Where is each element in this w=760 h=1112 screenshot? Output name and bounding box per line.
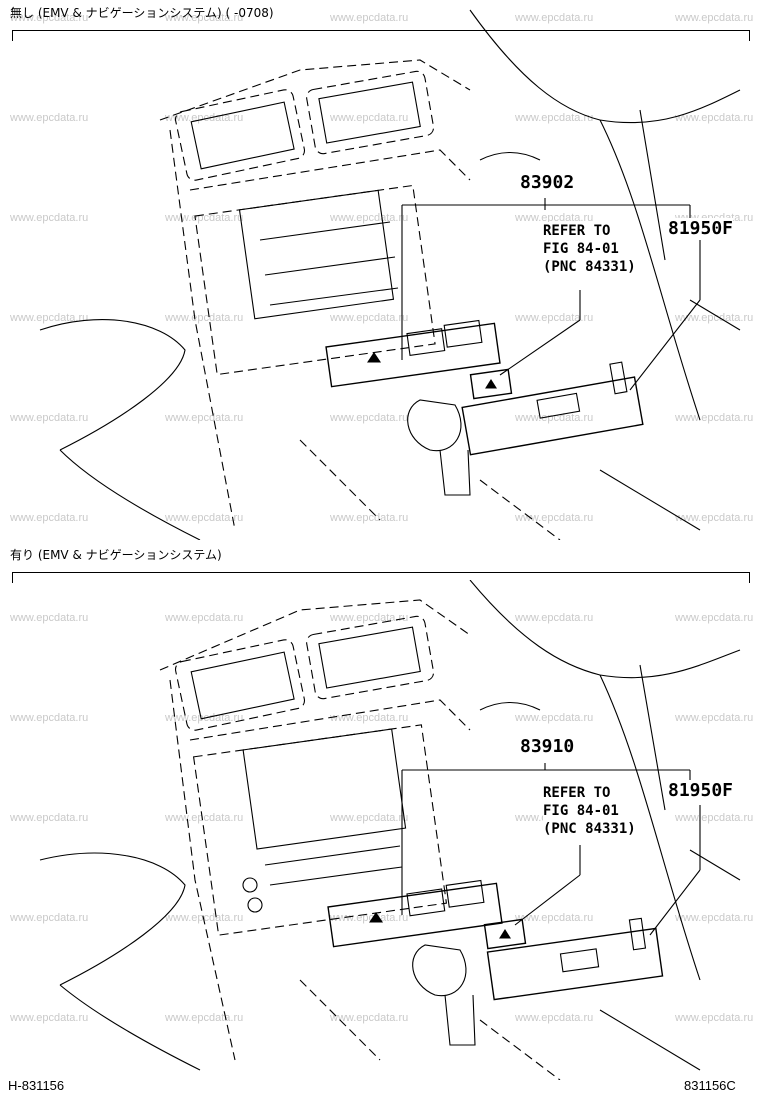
- watermark-text: www.epcdata.ru: [675, 912, 754, 924]
- watermark-text: www.epcdata.ru: [165, 512, 244, 524]
- watermark-text: www.epcdata.ru: [515, 12, 594, 24]
- watermark-text: www.epcdata.ru: [675, 512, 754, 524]
- watermark-text: www.epcdata.ru: [10, 12, 89, 24]
- watermark-text: www.epcdata.ru: [515, 612, 594, 624]
- section-1-reference-line-1: REFER TO: [543, 222, 611, 240]
- footer-catalog-code: 831156C: [684, 1078, 736, 1093]
- watermark-text: www.epcdata.ru: [330, 312, 409, 324]
- watermark-text: www.epcdata.ru: [675, 12, 754, 24]
- watermark-text: www.epcdata.ru: [675, 112, 754, 124]
- watermark-text: www.epcdata.ru: [10, 1012, 89, 1024]
- watermark-text: www.epcdata.ru: [675, 412, 754, 424]
- watermark-text: www.epcdata.ru: [330, 912, 409, 924]
- section-1-console-illustration: [39, 9, 741, 540]
- watermark-text: www.epcdata.ru: [165, 212, 244, 224]
- watermark-text: www.epcdata.ru: [165, 312, 244, 324]
- watermark-text: www.epcdata.ru: [10, 112, 89, 124]
- watermark-text: www.epcdata.ru: [165, 1012, 244, 1024]
- section-2-reference-line-3: (PNC 84331): [543, 820, 636, 838]
- section-2-caption: 有り (EMV & ナビゲーションシステム): [10, 548, 222, 562]
- watermark-text: www.epcdata.ru: [330, 412, 409, 424]
- section-2-bracket: [12, 572, 750, 583]
- section-2-console-illustration: [39, 580, 741, 1080]
- watermark-text: www.epcdata.ru: [10, 212, 89, 224]
- watermark-text: www.epcdata.ru: [515, 312, 594, 324]
- section-1-bracket: [12, 30, 750, 41]
- watermark-text: www.epcdata.ru: [675, 712, 754, 724]
- watermark-text: www.epcdata.ru: [515, 1012, 594, 1024]
- watermark-text: www.epcdata.ru: [10, 912, 89, 924]
- watermark-text: www.epcdata.ru: [675, 612, 754, 624]
- watermark-text: www.epcdata.ru: [330, 812, 409, 824]
- footer-illustration-id: H-831156: [8, 1078, 65, 1093]
- watermark-text: www.epcdata.ru: [165, 812, 244, 824]
- section-1-part-number: 83902: [520, 172, 575, 193]
- watermark-text: www.epcdata.ru: [10, 612, 89, 624]
- watermark-text: www.epcdata.ru: [515, 212, 594, 224]
- section-1-reference-line-3: (PNC 84331): [543, 258, 636, 276]
- section-1-ref-part-number: 81950F: [668, 218, 734, 239]
- watermark-text: www.epcdata.ru: [515, 712, 594, 724]
- watermark-text: www.epcdata.ru: [165, 912, 244, 924]
- watermark-text: www.epcdata.ru: [330, 212, 409, 224]
- watermark-text: www.epcdata.ru: [515, 512, 594, 524]
- watermark-text: www.epcdata.ru: [675, 1012, 754, 1024]
- watermark-text: www.epcdata.ru: [10, 312, 89, 324]
- section-2-reference-line-2: FIG 84-01: [543, 802, 619, 820]
- section-1-reference-line-2: FIG 84-01: [543, 240, 619, 258]
- section-2-ref-part-number: 81950F: [668, 780, 734, 801]
- watermark-text: www.epcdata.ru: [165, 12, 244, 24]
- watermark-text: www.epcdata.ru: [10, 712, 89, 724]
- watermark-text: www.epcdata.ru: [330, 112, 409, 124]
- watermark-text: www.epcdata.ru: [515, 912, 594, 924]
- watermark-text: www.epcdata.ru: [330, 1012, 409, 1024]
- watermark-text: www.epcdata.ru: [675, 812, 754, 824]
- watermark-text: www.epcdata.ru: [165, 612, 244, 624]
- watermark-text: www.epcdata.ru: [10, 412, 89, 424]
- watermark-text: www.epcdata.ru: [675, 312, 754, 324]
- watermark-text: www.epcdata.ru: [10, 512, 89, 524]
- section-2-reference-line-1: REFER TO: [543, 784, 611, 802]
- watermark-text: www.epcdata.ru: [10, 812, 89, 824]
- watermark-text: www.epcdata.ru: [515, 412, 594, 424]
- watermark-text: www.epcdata.ru: [330, 12, 409, 24]
- watermark-text: www.epcdata.ru: [515, 112, 594, 124]
- section-2-part-number: 83910: [520, 736, 575, 757]
- watermark-text: www.epcdata.ru: [330, 512, 409, 524]
- watermark-text: www.epcdata.ru: [165, 412, 244, 424]
- section-1-caption: 無し (EMV & ナビゲーションシステム) ( -0708): [10, 6, 274, 20]
